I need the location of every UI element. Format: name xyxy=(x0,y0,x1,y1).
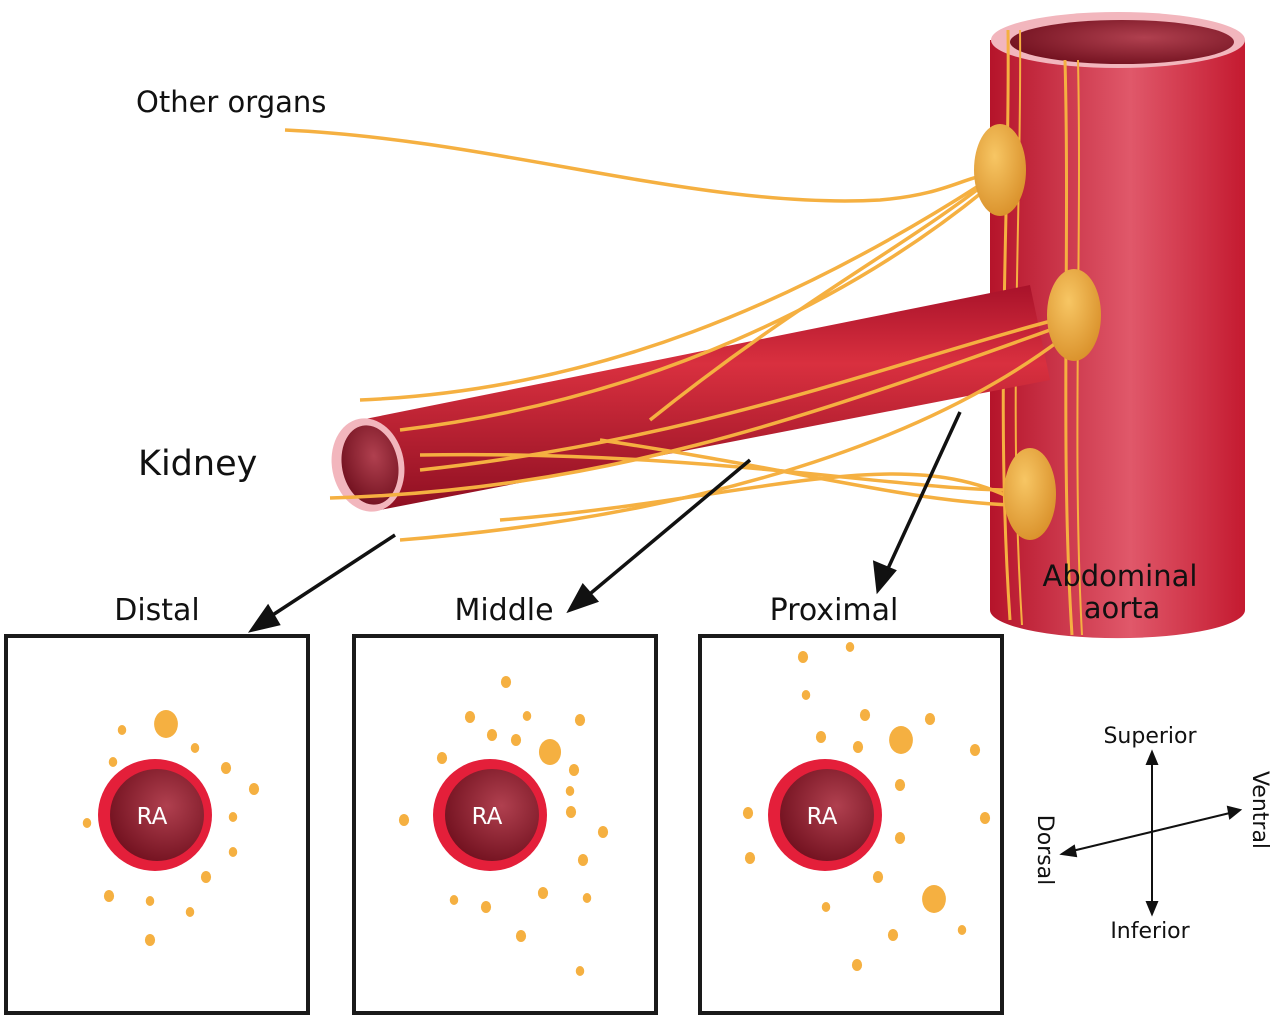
nerve-dot xyxy=(852,741,864,753)
nerve-dot xyxy=(144,934,156,946)
nerve-dot xyxy=(510,734,522,746)
nerve-dot xyxy=(190,743,200,753)
nerve-dot xyxy=(220,762,232,774)
nerve-dot xyxy=(537,887,549,899)
nerve-dot xyxy=(82,818,92,828)
nerve-dot xyxy=(568,764,580,776)
nerve-dot xyxy=(398,814,410,826)
orientation-compass xyxy=(1059,749,1243,917)
panel-title: Proximal xyxy=(770,593,899,628)
nerve-dot xyxy=(815,731,827,743)
compass-ventral: Ventral xyxy=(1247,771,1272,849)
compass-dorsal: Dorsal xyxy=(1032,815,1057,886)
label-other-organs: Other organs xyxy=(136,85,326,119)
artery-lumen xyxy=(780,769,874,861)
nerve-dot xyxy=(117,725,127,735)
renal-artery xyxy=(331,285,1050,512)
nerve-dot xyxy=(924,713,936,725)
nerve-dot xyxy=(200,871,212,883)
nerve-dot xyxy=(515,930,527,942)
nerve-dot xyxy=(957,925,967,935)
nerve-dot xyxy=(969,744,981,756)
label-aorta-1: Abdominal xyxy=(1043,559,1198,593)
nerve-dot xyxy=(575,966,585,976)
nerve-dot xyxy=(248,783,260,795)
nerve-dot xyxy=(845,642,855,652)
nerve-dot xyxy=(449,895,459,905)
ganglion xyxy=(974,124,1026,216)
nerve-dot xyxy=(185,907,195,917)
nerve-dot xyxy=(894,779,906,791)
nerve-dot xyxy=(894,832,906,844)
nerve-dot xyxy=(436,752,448,764)
ganglion xyxy=(1004,448,1056,540)
nerve-dot xyxy=(801,690,811,700)
artery-lumen xyxy=(110,769,204,861)
nerve-dot xyxy=(979,812,991,824)
panel-title: Distal xyxy=(114,593,200,628)
nerve-dot xyxy=(228,812,238,822)
label-aorta-2: aorta xyxy=(1084,591,1161,625)
nerve-dot xyxy=(872,871,884,883)
nerve-dot xyxy=(154,710,178,738)
nerve-dot xyxy=(797,651,809,663)
nerve-dot xyxy=(597,826,609,838)
nerve-dot xyxy=(577,854,589,866)
nerve-fibers xyxy=(284,128,1062,542)
nerve-dot xyxy=(922,885,946,913)
nerve-dot xyxy=(108,757,118,767)
nerve-dot xyxy=(859,709,871,721)
nerve-dot xyxy=(851,959,863,971)
label-kidney: Kidney xyxy=(138,444,257,484)
nerve-dot xyxy=(228,847,238,857)
nerve-dot xyxy=(480,901,492,913)
nerve-dot xyxy=(565,806,577,818)
nerve-dot xyxy=(500,676,512,688)
nerve-dot xyxy=(565,786,575,796)
nerve-dot xyxy=(486,729,498,741)
artery-lumen xyxy=(445,769,539,861)
vessel-label: RA xyxy=(472,804,503,830)
nerve-dot xyxy=(742,807,754,819)
nerve-dot xyxy=(889,726,913,754)
compass-superior: Superior xyxy=(1103,724,1197,749)
nerve-dot xyxy=(538,739,562,765)
nerve-dot xyxy=(744,852,756,864)
ganglion xyxy=(1047,269,1101,361)
section-arrows xyxy=(247,411,962,633)
nerve-dot xyxy=(887,929,899,941)
nerve-dot xyxy=(522,711,532,721)
nerve-dot xyxy=(464,711,476,723)
nerve-dot xyxy=(574,714,586,726)
nerve-dot xyxy=(821,902,831,912)
nerve-dot xyxy=(103,890,115,902)
ganglia xyxy=(974,124,1101,540)
nerve-dot xyxy=(145,896,155,906)
vessel-label: RA xyxy=(137,804,168,830)
vessel-label: RA xyxy=(807,804,838,830)
compass-inferior: Inferior xyxy=(1110,919,1190,944)
nerve-dot xyxy=(582,893,592,903)
panel-title: Middle xyxy=(454,593,553,628)
